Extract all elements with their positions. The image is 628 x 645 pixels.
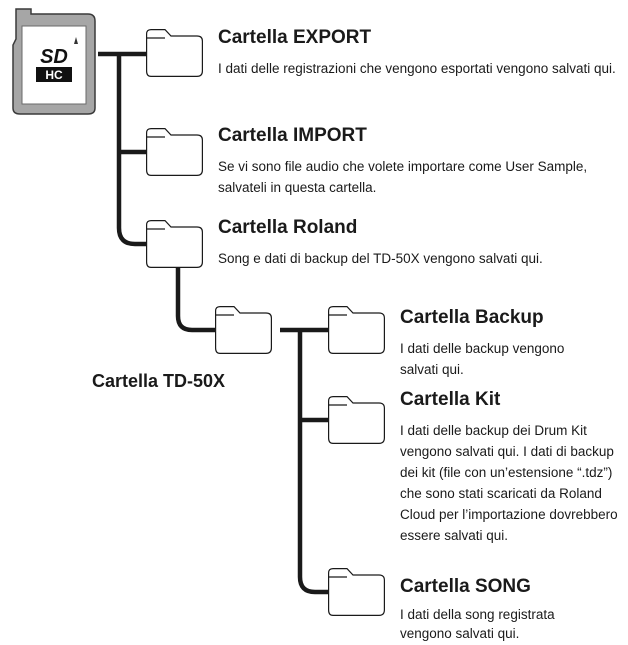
roland-folder-icon: [146, 220, 203, 268]
kit-folder-description: I dati delle backup dei Drum Kit vengono…: [400, 423, 618, 543]
song-folder-title: Cartella SONG: [400, 576, 531, 597]
kit-folder-icon: [328, 396, 385, 444]
hc-logo-text: HC: [45, 68, 63, 82]
import-folder-title: Cartella IMPORT: [218, 125, 367, 146]
import-folder-description: Se vi sono file audio che volete importa…: [218, 159, 588, 195]
backup-folder-title: Cartella Backup: [400, 307, 544, 328]
export-folder-icon: [146, 29, 203, 78]
td50x-folder-icon: [215, 306, 272, 354]
roland-folder-title: Cartella Roland: [218, 217, 358, 238]
import-folder-icon: [146, 128, 203, 176]
backup-folder-description: I dati delle backup vengono salvati qui.: [400, 341, 565, 377]
kit-folder-title: Cartella Kit: [400, 389, 501, 410]
export-folder-description: I dati delle registrazioni che vengono e…: [218, 61, 616, 76]
song-folder-icon: [328, 567, 385, 617]
song-folder-description: I dati della song registrata vengono sal…: [400, 607, 555, 641]
export-folder-title: Cartella EXPORT: [218, 27, 372, 48]
roland-folder-description: Song e dati di backup del TD-50X vengono…: [218, 251, 543, 266]
td50x-folder-title: Cartella TD-50X: [92, 371, 226, 391]
backup-folder-icon: [328, 306, 385, 354]
sd-logo-text: SD: [40, 46, 68, 68]
sd-card-icon: SD HC: [12, 8, 96, 115]
tree-connectors: [98, 51, 330, 595]
